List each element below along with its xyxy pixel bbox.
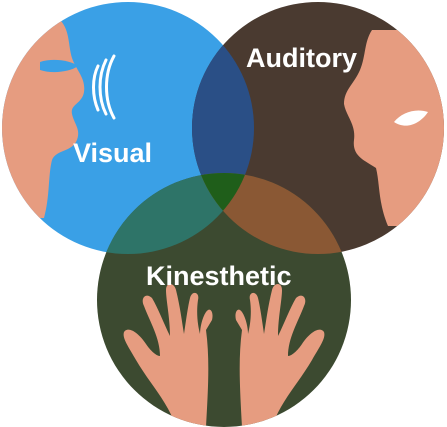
auditory-kinesthetic-overlap [192, 173, 351, 254]
auditory-label: Auditory [246, 43, 357, 73]
open-hands-icon [123, 284, 325, 427]
face-profile-speaking-icon [2, 20, 85, 218]
visual-label: Visual [73, 138, 152, 168]
sound-waves-icon [92, 54, 116, 120]
visual-kinesthetic-overlap [97, 173, 254, 254]
face-profile-eye-icon [344, 30, 444, 226]
kinesthetic-label: Kinesthetic [146, 261, 292, 291]
